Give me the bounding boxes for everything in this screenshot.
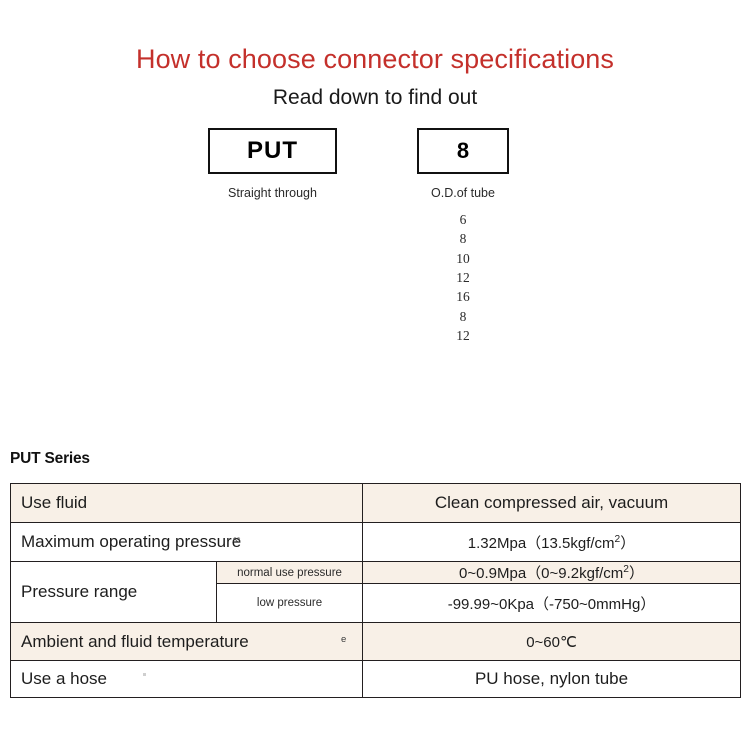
page-header: How to choose connector specifications R…	[0, 0, 750, 110]
table-row: Ambient and fluid temperature e 0~60℃	[9, 622, 742, 661]
row-label-use-fluid: Use fluid	[9, 483, 364, 523]
table-row: Pressure range normal use pressure 0~0.9…	[10, 561, 742, 623]
row-value-use-fluid: Clean compressed air, vacuum	[362, 483, 742, 523]
list-item[interactable]: 16	[456, 289, 470, 305]
series-code-box[interactable]: PUT	[208, 128, 337, 175]
row-value-max-pressure-tail: ）	[620, 534, 636, 552]
page-title: How to choose connector specifications	[135, 44, 615, 74]
row-label-max-pressure-text: Maximum operating pressure	[21, 532, 242, 551]
selector-group-od: 8 O.D.of tube	[417, 128, 509, 201]
list-item[interactable]: 10	[456, 250, 470, 266]
row-value-max-pressure-text: 1.32Mpa（13.5kgf/cm	[467, 534, 615, 552]
list-item[interactable]: 12	[456, 270, 470, 286]
table-row: Use fluid Clean compressed air, vacuum	[9, 483, 742, 523]
list-item[interactable]: 12	[456, 327, 470, 343]
row-value-max-pressure: 1.32Mpa（13.5kgf/cm2）	[362, 522, 742, 562]
list-item[interactable]: 8	[459, 231, 467, 247]
row-value-normal-use-pressure: 0~0.9Mpa（0~9.2kgf/cm2）	[362, 561, 742, 584]
od-code-caption: O.D.of tube	[431, 186, 495, 201]
table-row: Use a hose PU hose, nylon tube	[9, 660, 742, 698]
table-row: Maximum operating pressure ss 1.32Mpa（13…	[9, 522, 742, 562]
row-label-use-a-hose-text: Use a hose	[21, 669, 107, 688]
row-label-ambient-temperature: Ambient and fluid temperature e	[9, 622, 364, 661]
list-item[interactable]: 8	[459, 308, 467, 324]
row-label-max-pressure: Maximum operating pressure ss	[9, 522, 364, 562]
scan-artifact-e: e	[341, 634, 347, 645]
page-subtitle: Read down to find out	[272, 86, 478, 110]
od-code-box[interactable]: 8	[417, 128, 509, 175]
tube-size-option-list: 6 8 10 12 16 8 12	[417, 210, 509, 345]
row-label-ambient-temperature-text: Ambient and fluid temperature	[21, 631, 249, 651]
scan-artifact-dot	[143, 673, 146, 676]
row-sublabel-low-pressure: low pressure	[215, 583, 364, 623]
specification-table: Use fluid Clean compressed air, vacuum M…	[9, 483, 742, 698]
series-code-caption: Straight through	[228, 186, 317, 201]
spec-table-heading: PUT Series	[10, 450, 90, 467]
row-value-normal-use-pressure-text: 0~0.9Mpa（0~9.2kgf/cm	[459, 565, 624, 582]
row-value-normal-use-pressure-tail: ）	[628, 565, 644, 582]
row-value-low-pressure: -99.99~0Kpa（-750~0mmHg）	[362, 583, 742, 623]
part-number-selector: PUT Straight through 8 O.D.of tube 6 8 1…	[0, 110, 750, 355]
row-value-max-pressure-sup: 2	[614, 533, 621, 545]
row-sublabel-normal-use-pressure: normal use pressure	[215, 561, 364, 584]
row-label-pressure-range: Pressure range	[10, 561, 217, 623]
list-item[interactable]: 6	[459, 212, 467, 228]
row-value-ambient-temperature: 0~60℃	[362, 622, 742, 661]
row-value-normal-use-pressure-sup: 2	[623, 564, 629, 575]
row-label-use-a-hose: Use a hose	[9, 660, 364, 698]
row-value-use-a-hose: PU hose, nylon tube	[362, 660, 742, 698]
selector-group-series: PUT Straight through	[208, 128, 337, 201]
